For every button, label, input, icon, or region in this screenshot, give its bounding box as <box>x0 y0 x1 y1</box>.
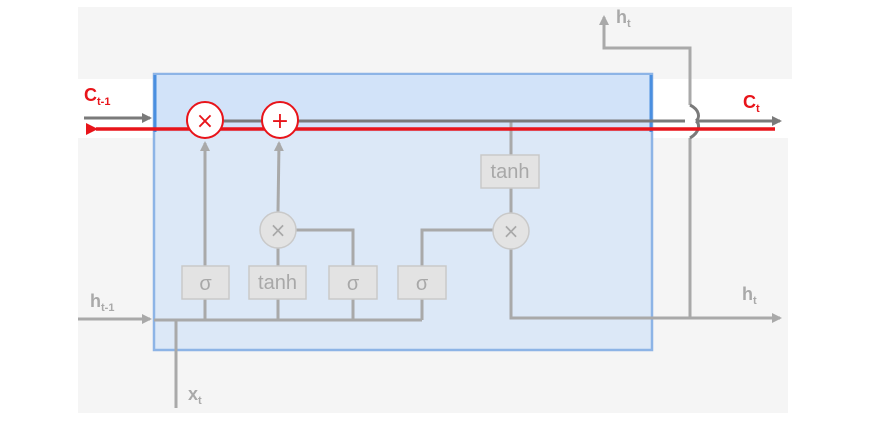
label-h-out-top: ht <box>616 7 631 30</box>
output-multiply-symbol: × <box>503 219 520 243</box>
label-h-prev: ht-1 <box>90 291 114 314</box>
cell-state-band <box>155 75 651 132</box>
label-x-input: xt <box>188 384 202 407</box>
cell-add-symbol: + <box>271 109 289 134</box>
internal-connections <box>78 15 782 408</box>
cell-state-line <box>84 103 782 140</box>
forget-gate-label: σ <box>199 273 212 295</box>
output-gate: σ <box>397 265 447 300</box>
input-multiply-op: × <box>259 211 297 249</box>
forget-multiply-symbol: × <box>196 109 214 134</box>
candidate-gate-label: tanh <box>258 272 297 294</box>
forget-multiply-op: × <box>186 101 224 139</box>
cell-tanh-label: tanh <box>491 161 530 183</box>
input-gate-label: σ <box>347 273 360 295</box>
input-gate: σ <box>328 265 378 300</box>
label-c-prev: Ct-1 <box>84 85 110 108</box>
candidate-gate: tanh <box>248 265 307 300</box>
cell-tanh: tanh <box>480 154 540 189</box>
cell-add-op: + <box>261 101 299 139</box>
forget-gate: σ <box>181 265 230 300</box>
output-multiply-op: × <box>492 212 530 250</box>
background-panel-top <box>78 7 792 79</box>
output-gate-label: σ <box>416 273 429 295</box>
input-multiply-symbol: × <box>270 218 287 242</box>
label-h-out-right: ht <box>742 284 757 307</box>
label-c-next: Ct <box>743 92 760 115</box>
